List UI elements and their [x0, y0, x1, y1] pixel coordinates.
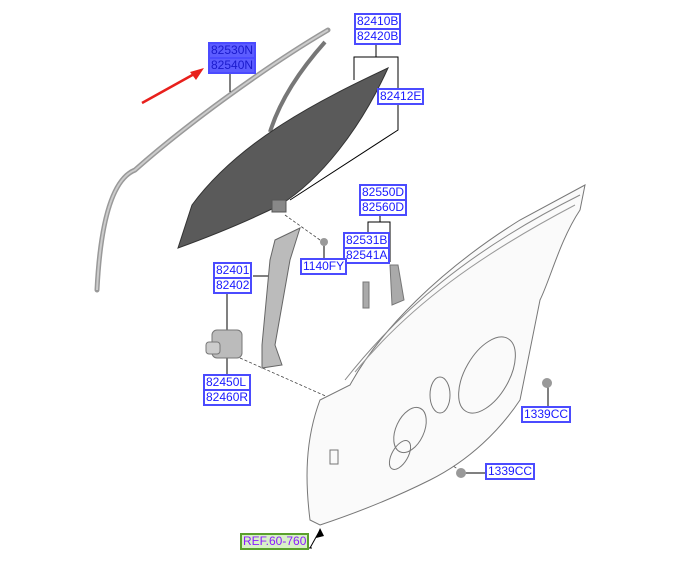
part-label-82410b[interactable]: 82410B 82420B [354, 13, 402, 45]
part-label-82530n[interactable]: 82530N 82540N [208, 42, 257, 74]
part-number: 1339CC [521, 406, 572, 423]
part-number: 82460R [203, 389, 252, 406]
part-label-1339cc-lower[interactable]: 1339CC [485, 463, 536, 480]
red-arrow-icon [141, 68, 204, 105]
part-label-82412e[interactable]: 82412E [377, 88, 425, 105]
part-number: 82401 [213, 262, 253, 279]
part-number: 1339CC [485, 463, 536, 480]
part-number: 82541A [343, 247, 391, 264]
door-glass [177, 66, 390, 249]
part-number: 82412E [377, 88, 425, 105]
part-number: 82530N [208, 42, 257, 59]
part-label-82531b[interactable]: 82531B 82541A [343, 232, 391, 264]
part-label-82401[interactable]: 82401 82402 [213, 262, 253, 294]
glass-run-channel [268, 40, 327, 133]
part-label-1339cc-upper[interactable]: 1339CC [521, 406, 572, 423]
part-number: 1140FY [300, 258, 348, 275]
part-number: 82420B [354, 28, 402, 45]
regulator-motor [205, 329, 243, 359]
part-label-82450l[interactable]: 82450L 82460R [203, 374, 252, 406]
part-number: 82402 [213, 277, 253, 294]
part-number: 82540N [208, 57, 257, 74]
reference-link[interactable]: REF.60-760 [240, 533, 310, 550]
part-number: 82531B [343, 232, 391, 249]
part-label-1140fy[interactable]: 1140FY [300, 258, 348, 275]
part-number: 82560D [359, 199, 408, 216]
window-regulator [261, 227, 301, 369]
door-inner-panel [306, 184, 586, 526]
part-label-82550d[interactable]: 82550D 82560D [359, 184, 408, 216]
